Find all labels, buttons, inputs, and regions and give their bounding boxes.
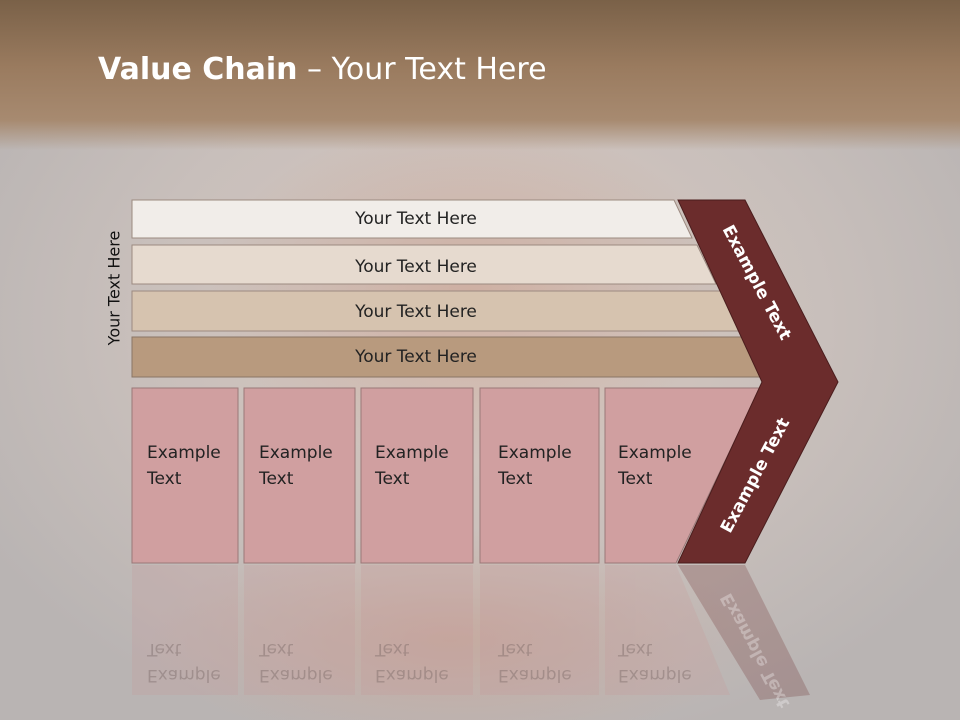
box-1-reflection: Example Text: [147, 639, 221, 685]
box-5-reflection: Example Text: [618, 639, 692, 685]
box-3-line2: Text: [375, 469, 410, 489]
box-4-reflection: Example Text: [498, 639, 572, 685]
bar-2: [131, 244, 717, 285]
bar-3-label: Your Text Here: [354, 302, 477, 322]
box-3-text: Example Text: [375, 440, 475, 492]
box-3: [360, 387, 474, 564]
chevron-arrow: [677, 199, 839, 564]
bar-2-label: Your Text Here: [354, 257, 477, 277]
box-5-text: Example Text: [618, 440, 718, 492]
bar-1: [131, 199, 693, 239]
box-5-line1: Example: [618, 443, 692, 463]
bar-4-label: Your Text Here: [354, 347, 477, 367]
box-4-line1: Example: [498, 443, 572, 463]
title-band: [0, 0, 960, 150]
box-4-text: Example Text: [498, 440, 598, 492]
bar-1-label: Your Text Here: [354, 209, 477, 229]
box-1-text: Example Text: [147, 440, 247, 492]
chevron-reflection: [678, 565, 810, 700]
box-4: [479, 387, 600, 564]
box-3-line1: Example: [375, 443, 449, 463]
box-5-line2: Text: [618, 469, 653, 489]
box-2-line2: Text: [259, 469, 294, 489]
box-3-reflection: Example Text: [375, 639, 449, 685]
box-2-text: Example Text: [259, 440, 359, 492]
box-5: [604, 387, 761, 564]
box-4-line2: Text: [498, 469, 533, 489]
box-2-reflection: Example Text: [259, 639, 333, 685]
boxes-reflection: [132, 565, 730, 695]
box-2: [243, 387, 356, 564]
box-1: [131, 387, 239, 564]
box-1-line1: Example: [147, 443, 221, 463]
page-title: Value Chain – Your Text Here: [98, 52, 547, 87]
box-2-line1: Example: [259, 443, 333, 463]
box-1-line2: Text: [147, 469, 182, 489]
